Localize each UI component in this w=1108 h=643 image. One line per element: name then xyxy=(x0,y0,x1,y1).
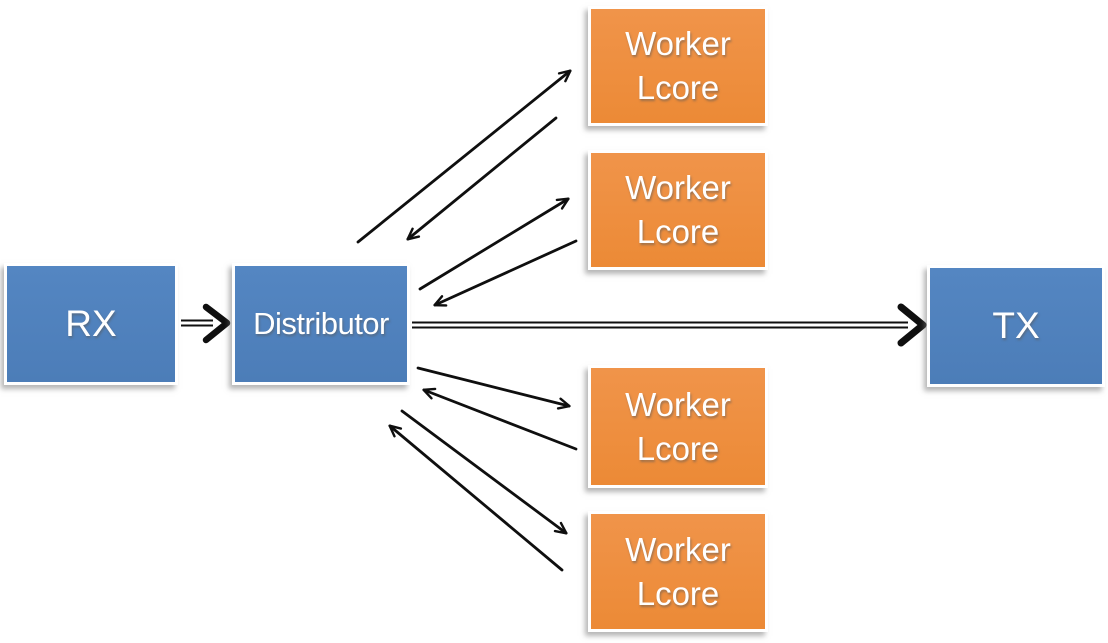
node-rx-label: RX xyxy=(65,303,117,344)
node-tx: TX xyxy=(927,265,1105,387)
node-worker-1-label-line2: Lcore xyxy=(636,69,720,106)
node-worker-4-label-line2: Lcore xyxy=(636,574,720,612)
node-worker-3: Worker Lcore xyxy=(588,365,768,488)
edge-distributor-to-worker-4 xyxy=(400,409,568,535)
edge-rx-to-distributor xyxy=(181,303,231,344)
node-worker-2-label-line1: Worker xyxy=(625,169,731,206)
node-rx: RX xyxy=(4,263,178,385)
node-worker-3-label-line2: Lcore xyxy=(636,429,720,467)
edge-worker-3-to-distributor xyxy=(422,387,578,451)
node-worker-4-label-line1: Worker xyxy=(625,530,731,568)
node-worker-1: Worker Lcore xyxy=(588,6,768,126)
node-distributor: Distributor xyxy=(232,263,410,385)
node-worker-2-label-line2: Lcore xyxy=(636,213,720,250)
edge-worker-2-to-distributor xyxy=(433,239,578,307)
node-distributor-label: Distributor xyxy=(253,306,389,341)
node-worker-2: Worker Lcore xyxy=(588,150,768,270)
edge-distributor-to-tx xyxy=(412,303,927,347)
node-worker-3-label-line1: Worker xyxy=(625,385,731,423)
arrowhead-rx-to-distributor xyxy=(202,303,231,344)
node-worker-1-label-line1: Worker xyxy=(625,25,731,62)
node-worker-4: Worker Lcore xyxy=(588,511,768,632)
edge-worker-1-to-distributor xyxy=(406,116,558,241)
edge-worker-4-to-distributor xyxy=(388,424,564,572)
edge-distributor-to-worker-2 xyxy=(418,197,570,291)
arrowhead-distributor-to-tx xyxy=(897,303,927,347)
edge-distributor-to-worker-1 xyxy=(356,69,572,244)
edge-distributor-to-worker-3 xyxy=(416,366,571,410)
node-tx-label: TX xyxy=(992,305,1040,346)
